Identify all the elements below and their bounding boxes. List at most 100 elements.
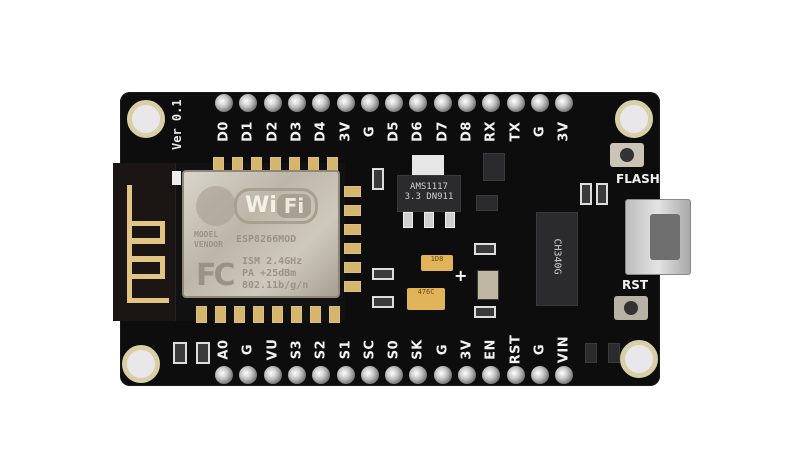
espressif-logo-icon [196,186,236,226]
header-pin [555,94,574,112]
mounting-hole-bottom-left [122,345,160,383]
smd-resistor [474,306,496,318]
header-pin [385,94,404,112]
header-pin [336,366,355,384]
spec-power: PA +25dBm [242,268,297,279]
pin-label: G [532,125,548,138]
pin-label: D2 [265,121,281,142]
module-pad [344,205,361,216]
header-pin [215,366,233,384]
tantalum-capacitor: 1D8 [421,255,453,271]
pin-label: RST [508,334,524,365]
smd-resistor [372,296,394,308]
header-pin [287,366,306,384]
button-cap [620,148,634,162]
module-pad [344,281,361,292]
header-pin [506,94,525,112]
pin-label: G [435,343,451,356]
pin-label: D5 [386,121,402,142]
smd-resistor [173,342,187,364]
diode [608,343,620,363]
header-pin [458,94,476,112]
header-pin [433,94,452,112]
pin-label: SC [362,339,378,360]
smd-resistor [474,243,496,255]
header-pin [482,94,501,112]
regulator-leg [424,212,434,228]
pin-label: D7 [435,121,451,142]
micro-usb-port[interactable] [625,199,691,275]
header-pin [433,366,452,384]
pin-label: VIN [556,335,572,364]
flash-button[interactable] [610,143,644,167]
spec-standard: 802.11b/g/n [242,280,309,291]
button-cap [624,301,638,315]
part-number: ESP8266MOD [236,234,297,245]
regulator-leg [403,212,413,228]
reset-label: RST [622,278,649,292]
tantalum-capacitor: 476C [407,288,445,310]
pin-label: S2 [313,339,329,360]
module-pad [234,306,245,323]
transistor [483,153,505,181]
header-pin [530,366,549,384]
pin-label: TX [508,121,524,142]
smd-resistor [372,268,394,280]
pin-label: G [362,125,378,138]
pin-label: 3V [459,339,475,360]
voltage-regulator: AMS1117 3.3 DN911 [397,175,461,212]
crystal [477,270,499,300]
pin-label: RX [483,120,499,143]
pin-label: 3V [556,121,572,142]
smd-resistor [580,183,592,205]
smd-led [172,171,181,185]
reset-button[interactable] [614,296,648,320]
smd-resistor [372,168,384,190]
header-pin [312,94,331,112]
model-label: MODEL [194,230,219,239]
mounting-hole-top-right [615,100,653,138]
pin-label: D1 [240,121,256,142]
module-pad [310,306,321,323]
header-pin [482,366,501,384]
header-pin [312,366,331,384]
pin-label: EN [483,339,499,360]
header-pin [263,94,282,112]
pin-label: S3 [289,339,305,360]
fc-logo: FC [196,258,235,293]
mounting-hole-bottom-right [620,340,658,378]
pin-label: D3 [289,121,305,142]
header-pin [360,94,379,112]
module-pad [253,306,264,323]
version-label: Ver 0.1 [170,99,184,150]
pin-label: 3V [338,121,353,142]
usb-opening [650,214,680,260]
pin-label: D6 [410,121,426,142]
pin-label: D0 [216,121,232,142]
header-pin [239,366,258,384]
pin-label: G [532,343,548,356]
module-pad [344,224,361,235]
module-pad [215,306,226,323]
header-pin [360,366,379,384]
flash-label: FLASH [616,172,660,186]
module-pad [196,306,207,323]
pcb-antenna [113,163,176,321]
header-pin [215,94,233,112]
usb-serial-chip: CH340G [536,212,578,306]
wifi-logo: Wi Fi [234,188,318,224]
header-pin [239,94,258,112]
module-pad [344,186,361,197]
header-pin [530,94,549,112]
regulator-leg [445,212,455,228]
header-pin [409,94,428,112]
mounting-hole-top-left [127,100,165,138]
header-pin [263,366,282,384]
pin-label: D8 [459,121,475,142]
antenna-trace [127,257,165,279]
module-pad [291,306,302,323]
diode [585,343,597,363]
smd-resistor [196,342,210,364]
resistor-array [476,195,498,211]
header-pin [458,366,476,384]
